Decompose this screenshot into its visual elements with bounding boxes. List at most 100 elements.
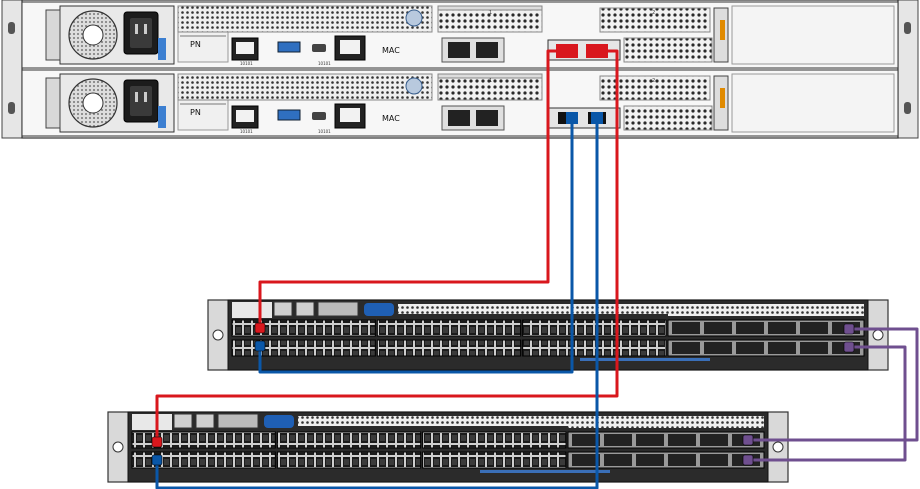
vent-grill	[437, 75, 543, 101]
qsfp-port-icon	[736, 322, 764, 334]
sfp-port-bank-bottom	[231, 339, 376, 357]
power-inlet-socket	[130, 86, 152, 116]
rear-latch	[720, 88, 725, 108]
nic-port-1-icon	[448, 42, 470, 58]
sfp-port-bank-bottom	[376, 339, 522, 357]
sfp-port-bank-top	[522, 319, 667, 337]
port-label-a: 10101	[240, 129, 253, 134]
status-led-panel	[217, 413, 259, 429]
server-bottom: SSNPN1010110101MAC12	[21, 69, 899, 137]
switch-b	[107, 411, 789, 483]
status-led-panel	[317, 301, 359, 317]
qsfp-port-icon	[736, 342, 764, 354]
rack-screw-icon	[772, 441, 784, 453]
plug-purple-b1	[742, 434, 754, 446]
sfp-port-bank-bottom	[422, 451, 567, 469]
plug-purple-a2	[843, 341, 855, 353]
plug-purple-b2	[742, 454, 754, 466]
nic-port-1-icon	[448, 110, 470, 126]
sfp-port-bank-top	[376, 319, 522, 337]
pn-label: PN	[190, 40, 201, 49]
qsfp-port-icon	[604, 434, 632, 446]
server-top: SSNPN1010110101MAC12	[21, 1, 899, 69]
status-bar	[580, 358, 710, 361]
slot-2-label: 2	[652, 78, 655, 84]
port-label-b: 10101	[318, 129, 331, 134]
serial-port-icon	[312, 112, 326, 120]
slot-1-label: 1	[489, 10, 492, 16]
sfp-port-bank-top	[131, 431, 276, 449]
nic-port-2-icon	[476, 42, 498, 58]
switch-a	[207, 299, 889, 371]
mgmt-port-icon	[173, 413, 193, 429]
vent-grill	[599, 7, 711, 33]
vent-grill	[623, 105, 713, 131]
psu-handle	[45, 77, 61, 129]
console-port-icon	[295, 301, 315, 317]
qsfp-port-icon	[704, 342, 732, 354]
vent-grill	[437, 7, 543, 33]
mgmt-panel	[232, 302, 272, 318]
qsfp-port-icon	[668, 434, 696, 446]
cables	[155, 49, 919, 489]
cable-purple-isl-2	[748, 345, 907, 462]
fan-hub	[82, 24, 104, 46]
uplink-labels	[668, 304, 864, 316]
cable-red-server-to-switch-b	[155, 49, 619, 442]
qsfp-port-icon	[636, 454, 664, 466]
console-port-icon	[195, 413, 215, 429]
qsfp-port-icon	[768, 342, 796, 354]
cable-blue-server-to-switch-b	[155, 118, 599, 489]
sfp-port-bank-bottom	[522, 339, 667, 357]
vent-grill	[623, 37, 713, 63]
port-label-a: 10101	[240, 61, 253, 66]
slot-2-label: 2	[652, 10, 655, 16]
qsfp-port-icon	[672, 322, 700, 334]
cable-red-server-to-switch-a	[258, 49, 561, 328]
psu-release-tab	[158, 38, 166, 60]
cable-plugs	[151, 322, 855, 466]
mac-label: MAC	[382, 46, 400, 55]
nic-port-2-icon	[476, 110, 498, 126]
plug-purple-a1	[843, 323, 855, 335]
vent-grill	[177, 5, 433, 33]
mac-label: MAC	[382, 114, 400, 123]
blank-panel	[731, 5, 895, 65]
plug-blue-switch-a	[254, 340, 266, 352]
usb-port-icon	[364, 303, 394, 316]
sfp-port-bank-bottom	[276, 451, 422, 469]
qsfp-port-icon	[700, 454, 728, 466]
blank-panel	[731, 73, 895, 133]
qsfp-port-icon	[604, 454, 632, 466]
qsfp-port-icon	[636, 434, 664, 446]
vent-strip	[298, 416, 762, 426]
cable-blue-server-to-switch-a	[258, 118, 574, 374]
qsfp-port-icon	[668, 454, 696, 466]
qsfp-port-icon	[672, 342, 700, 354]
vendor-badge-icon	[405, 9, 423, 27]
sfp-port-bank-top	[231, 319, 376, 337]
rack-screw-icon	[872, 329, 884, 341]
qsfp-port-icon	[800, 322, 828, 334]
vendor-badge-icon	[405, 77, 423, 95]
sfp-port-bank-top	[276, 431, 422, 449]
plug-red-switch-a	[254, 322, 266, 334]
usb-port-icon	[277, 41, 301, 53]
qsfp-port-icon	[704, 322, 732, 334]
vent-strip	[398, 304, 862, 314]
psu-release-tab	[158, 106, 166, 128]
mgmt-port-icon	[273, 301, 293, 317]
qsfp-port-icon	[800, 342, 828, 354]
vent-grill	[177, 73, 433, 101]
rack-screw-icon	[212, 329, 224, 341]
rack-screw-icon	[112, 441, 124, 453]
qsfp-port-icon	[768, 322, 796, 334]
pn-label: PN	[190, 108, 201, 117]
status-bar	[480, 470, 610, 473]
port-label-b: 10101	[318, 61, 331, 66]
uplink-labels	[568, 416, 764, 428]
psu-handle	[45, 9, 61, 61]
mgmt-panel	[132, 414, 172, 430]
plug-red-switch-b	[151, 436, 163, 448]
